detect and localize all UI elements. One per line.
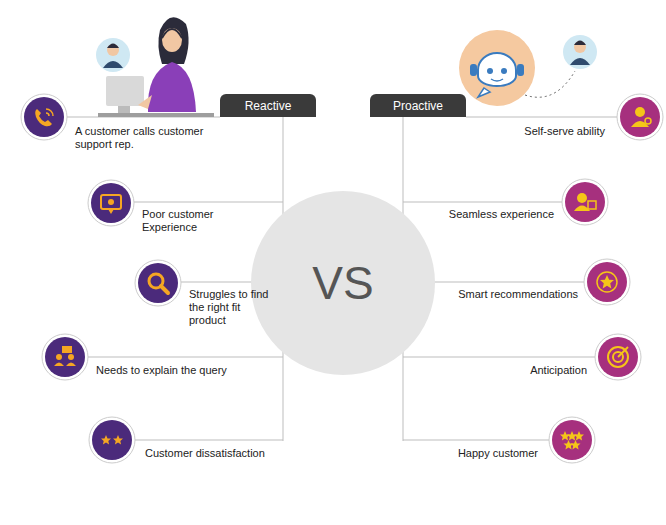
item-label: Needs to explain the query <box>96 364 276 377</box>
item-label: Seamless experience <box>414 208 554 221</box>
item-label: Happy customer <box>408 447 538 460</box>
node-text: Proactive <box>393 99 443 113</box>
node-text: Reactive <box>245 99 292 113</box>
item-label: Smart recommendations <box>418 288 578 301</box>
item-label: Struggles to find the right fit product <box>189 288 269 327</box>
item-label: A customer calls customer support rep. <box>75 125 235 151</box>
item-label: Customer dissatisfaction <box>145 447 279 460</box>
proactive-icons <box>549 94 663 463</box>
versus-circle: VS <box>251 191 435 375</box>
node-text: VS <box>312 256 373 310</box>
chatbot-illustration <box>459 30 597 106</box>
column-header: Proactive <box>370 94 466 117</box>
tree-lines <box>66 116 618 441</box>
item-label: Self-serve ability <box>465 125 605 138</box>
item-label: Poor customer Experience <box>142 208 238 234</box>
agent-illustration <box>96 17 214 117</box>
item-label: Anticipation <box>447 364 587 377</box>
column-header: Reactive <box>220 94 316 117</box>
